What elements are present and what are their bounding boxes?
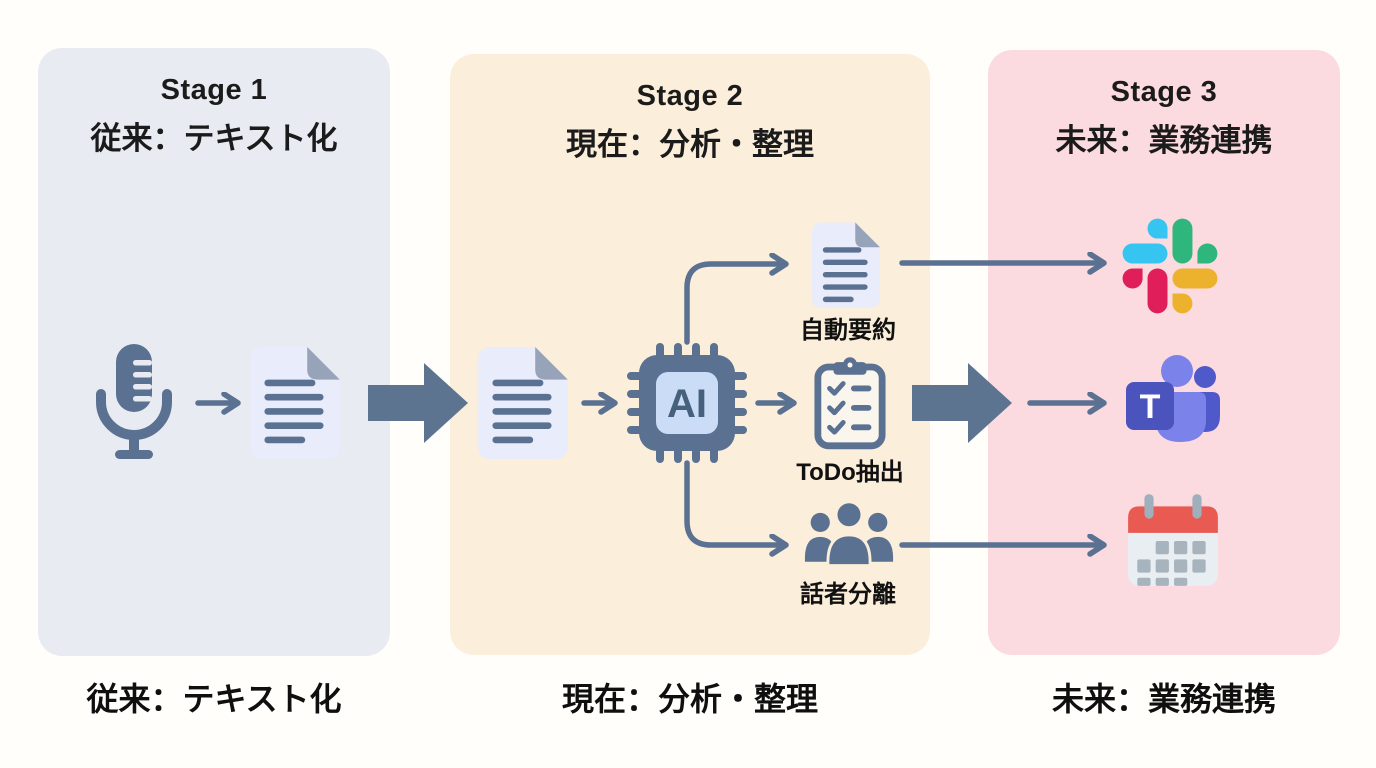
microphone-icon [88,342,180,467]
todo-clipboard-icon [813,356,887,455]
stage1-panel: Stage 1 従来：テキスト化 [38,48,390,656]
stage1-caption: 従来：テキスト化 [86,681,342,717]
transcript-document-icon [250,347,340,464]
text-document-icon [478,347,568,464]
people-group-icon [803,498,895,573]
ai-chip-label: AI [667,382,707,426]
stage3-caption: 未来：業務連携 [1051,681,1276,717]
stage1-subtitle: 従来：テキスト化 [90,121,338,156]
stage1-title: Stage 1 [160,74,268,106]
slack-logo [1122,218,1218,319]
stage2-caption: 現在：分析・整理 [561,681,818,717]
todo-label: ToDo抽出 [796,459,904,486]
stage3-title: Stage 3 [1110,76,1218,108]
summary-document-icon [812,222,880,313]
calendar-icon [1126,490,1220,595]
stage2-title: Stage 2 [636,80,744,112]
stage2-subtitle: 現在：分析・整理 [566,127,814,162]
teams-letter: T [1140,388,1161,426]
ai-chip-icon: AI [627,343,747,468]
summary-label: 自動要約 [800,317,896,344]
stage3-subtitle: 未来：業務連携 [1055,123,1273,158]
microsoft-teams-logo: T [1122,352,1222,453]
speaker-separation-label: 話者分離 [800,581,896,608]
